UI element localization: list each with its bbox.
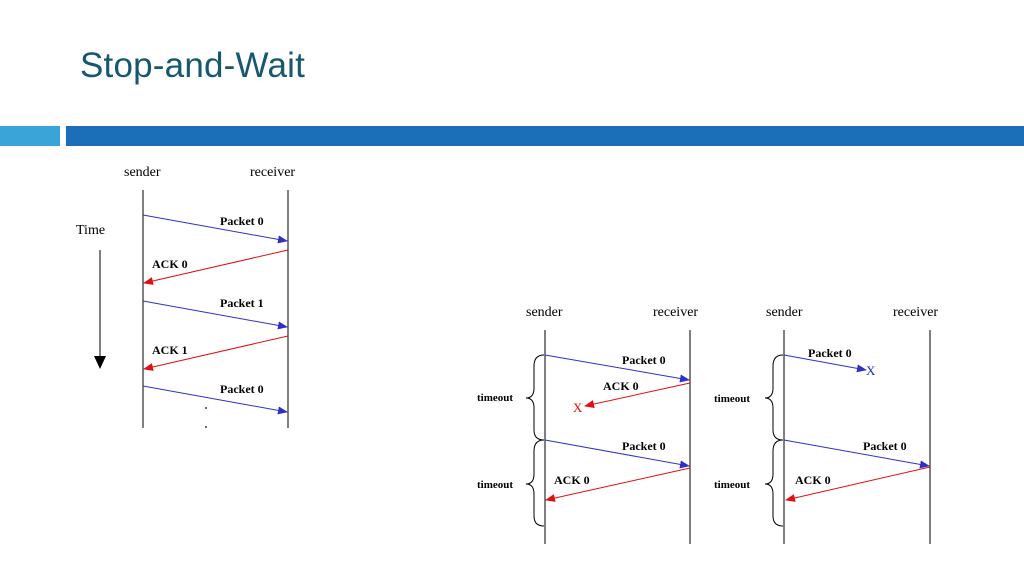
timeout-brace: [525, 354, 545, 441]
lost-mark: X: [573, 400, 583, 415]
receiver-label: receiver: [893, 305, 938, 320]
packet-label: Packet 0: [622, 353, 666, 367]
time-label: Time: [76, 223, 105, 238]
packet-label: Packet 0: [863, 439, 907, 453]
packet-arrow: [142, 300, 288, 330]
receiver-label: receiver: [653, 305, 698, 320]
lost-mark: X: [866, 363, 876, 378]
ack-label: ACK 0: [795, 473, 831, 487]
receiver-label: receiver: [250, 165, 295, 180]
diagram-3-lost-packet: sender receiver Packet 0 X timeout Packe…: [714, 305, 938, 544]
ack-label: ACK 0: [603, 379, 639, 393]
ack-arrow: [143, 335, 289, 371]
packet-label: Packet 0: [622, 439, 666, 453]
sender-label: sender: [526, 305, 563, 320]
sender-label: sender: [124, 165, 161, 180]
timeout-label: timeout: [714, 393, 750, 405]
packet-arrow: [142, 214, 288, 244]
packet-label: Packet 0: [808, 346, 852, 360]
timeout-label: timeout: [714, 479, 750, 491]
packet-arrow: [783, 439, 930, 469]
ack-arrow-lost: [584, 382, 691, 408]
ack-arrow: [143, 249, 289, 285]
header-accent-bar: [66, 126, 1024, 146]
ack-arrow: [785, 466, 931, 502]
packet-arrow-lost: [783, 354, 867, 373]
timeout-brace: [764, 354, 784, 441]
continuation-dot: [205, 407, 207, 409]
ack-label: ACK 0: [554, 473, 590, 487]
timeout-brace: [525, 439, 545, 527]
timeout-label: timeout: [477, 392, 513, 404]
diagram-1: sender receiver Time Packet 0 ACK 0 Pack…: [76, 165, 295, 428]
packet-arrow: [544, 439, 690, 469]
packet-arrow: [142, 385, 288, 415]
packet-label: Packet 0: [220, 382, 264, 396]
ack-label: ACK 1: [152, 343, 188, 357]
ack-arrow: [545, 467, 691, 502]
continuation-dot: [205, 426, 207, 428]
packet-label: Packet 0: [220, 214, 264, 228]
timeout-label: timeout: [477, 479, 513, 491]
timeout-brace: [764, 439, 784, 527]
packet-label: Packet 1: [220, 296, 264, 310]
header-accent-bar-left: [0, 126, 60, 146]
packet-arrow: [544, 354, 690, 383]
sender-label: sender: [766, 305, 803, 320]
slide-title: Stop-and-Wait: [80, 46, 306, 85]
diagram-2-lost-ack: sender receiver Packet 0 ACK 0 X timeout…: [477, 305, 698, 544]
ack-label: ACK 0: [152, 257, 188, 271]
time-arrow-icon: [94, 356, 106, 369]
